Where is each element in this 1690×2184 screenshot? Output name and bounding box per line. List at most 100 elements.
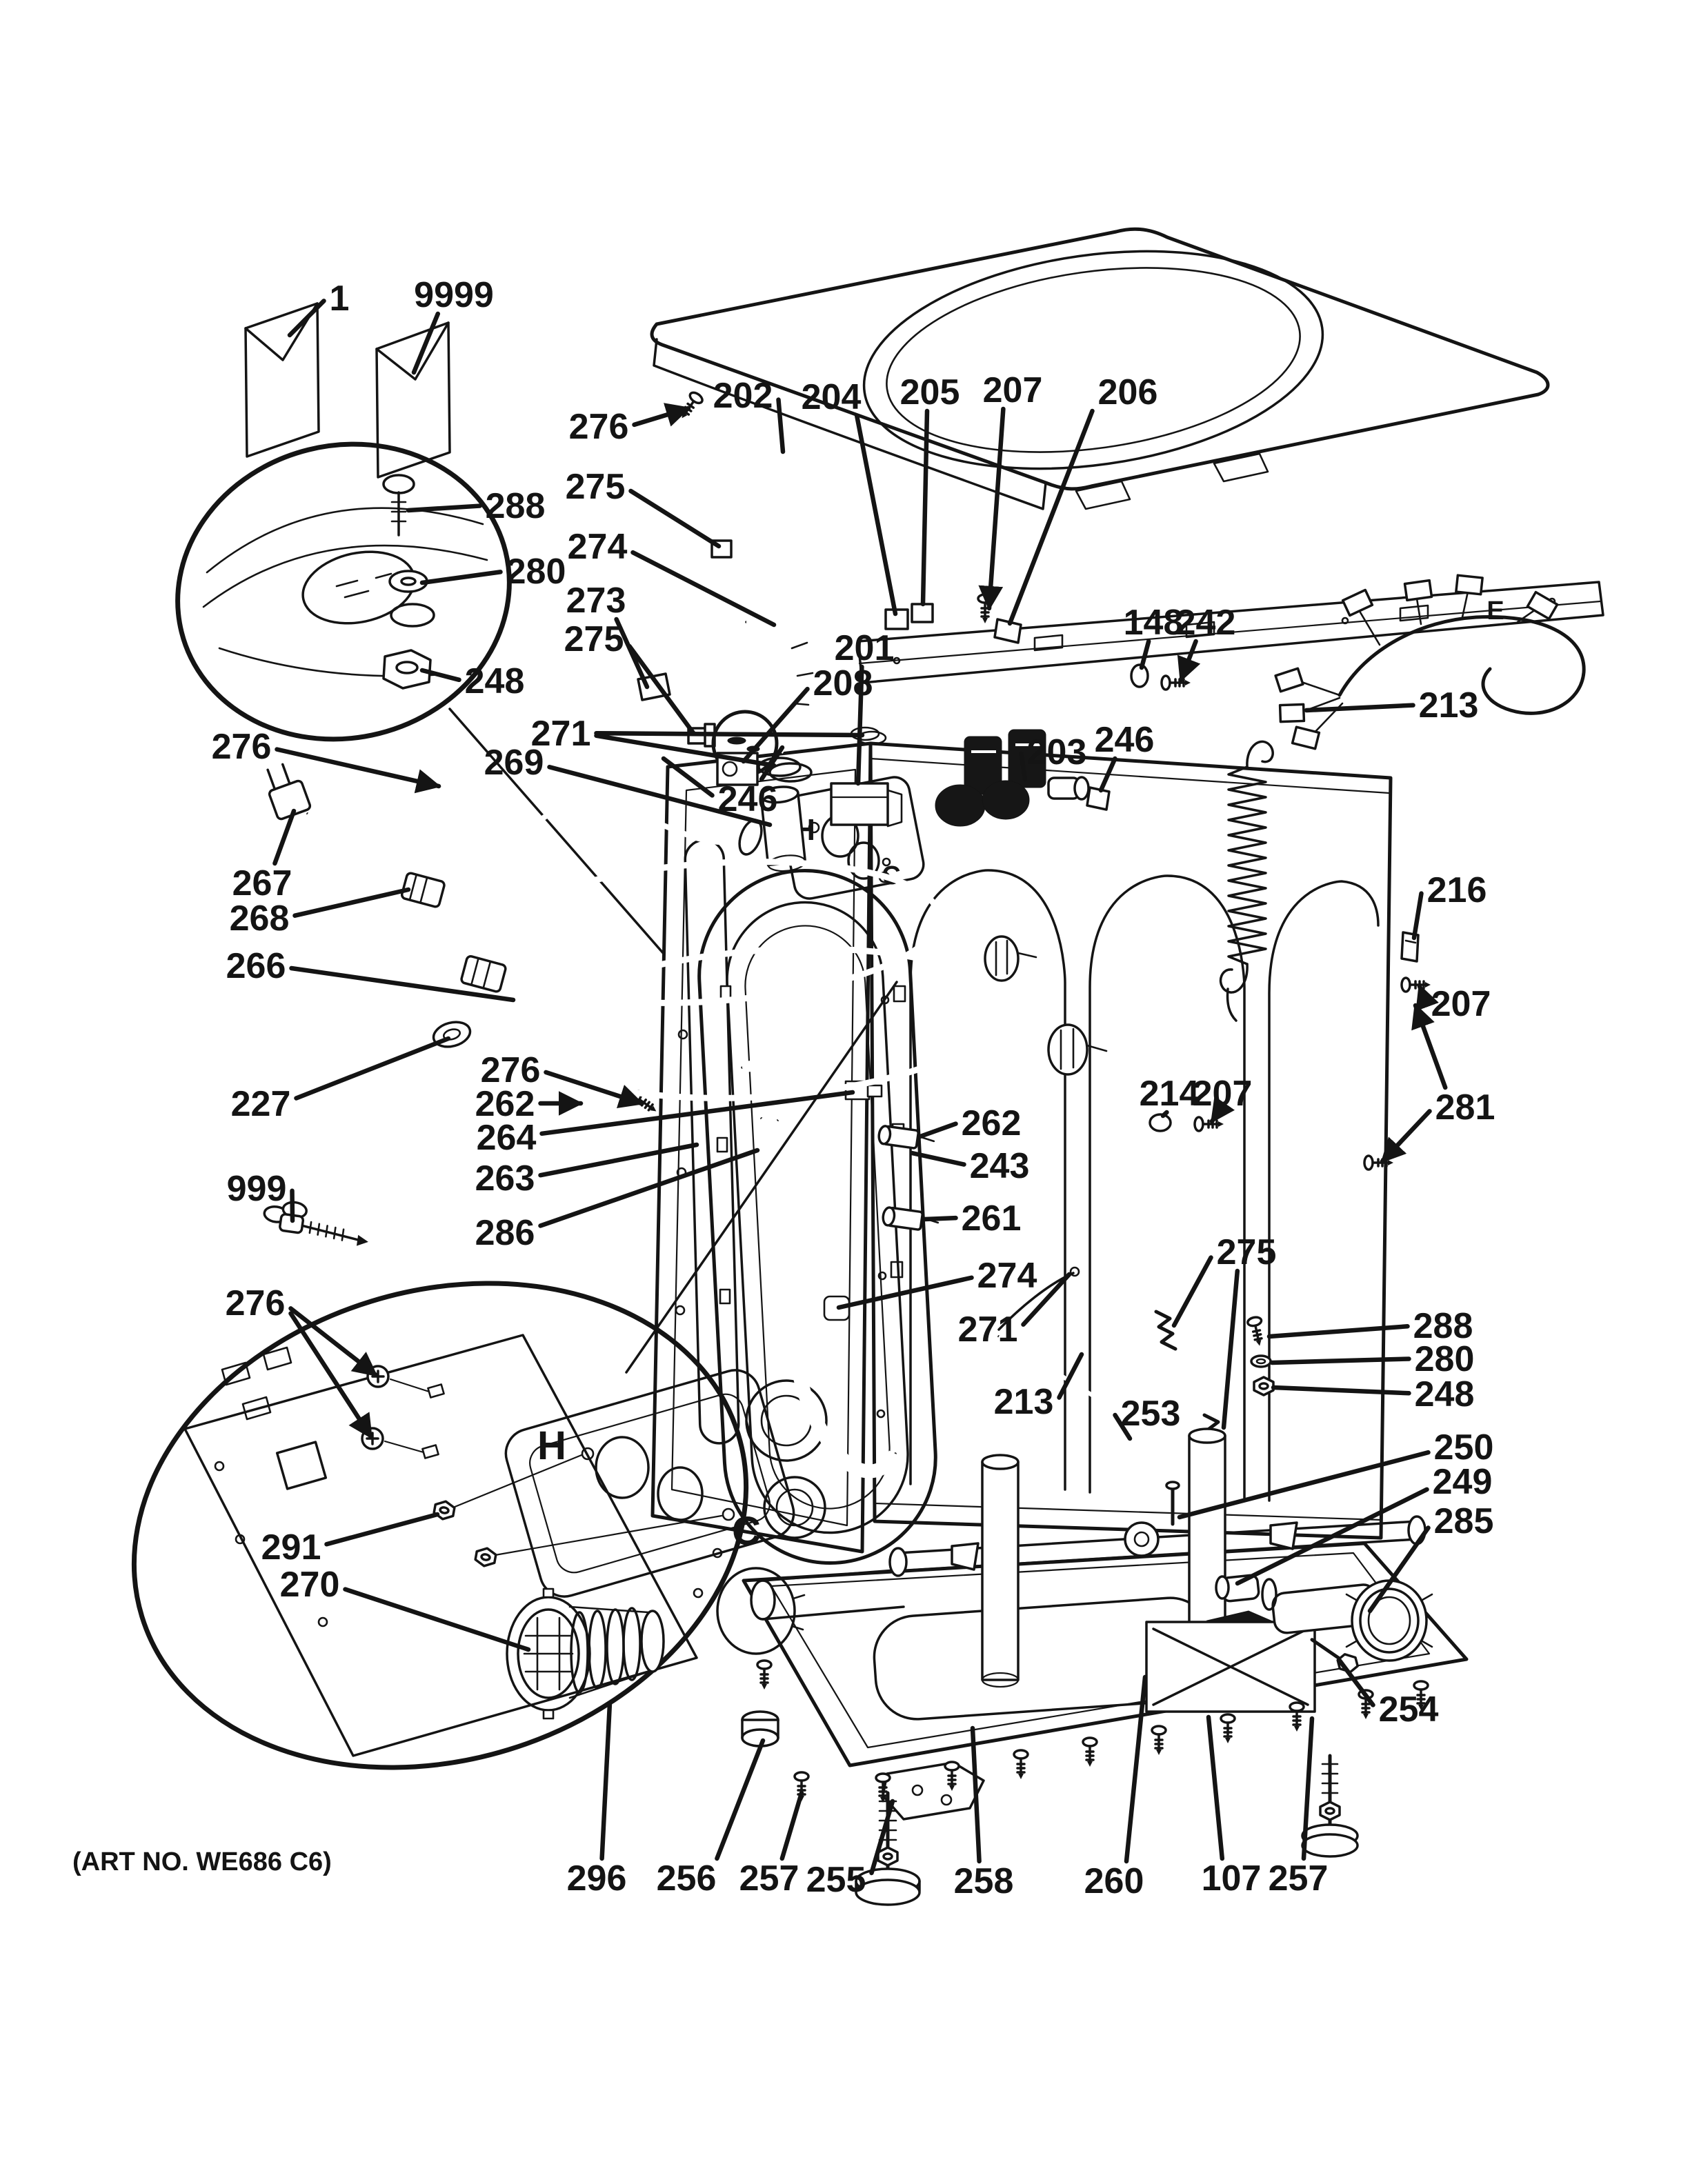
leader-line	[294, 1036, 451, 1101]
leader-line	[1337, 1658, 1375, 1707]
part-number-label: 275	[566, 467, 626, 507]
part-number-label: 216	[1427, 870, 1487, 910]
isolator-icon	[741, 1710, 779, 1747]
leader-line	[741, 686, 810, 764]
callout-213: 213	[994, 1352, 1084, 1422]
leader-line	[1269, 1356, 1411, 1365]
callout-216: 216	[1411, 870, 1487, 941]
part-number-label: 248	[1415, 1374, 1475, 1414]
leader-line	[632, 403, 691, 428]
leader-line	[776, 397, 786, 454]
callout-285: 285	[1367, 1501, 1494, 1614]
leader-line	[1124, 1674, 1148, 1864]
callout-261: 261	[922, 1199, 1021, 1239]
leader-line	[544, 1070, 644, 1109]
leveling-foot-icon	[1301, 1754, 1359, 1858]
part-number-label: 257	[739, 1859, 799, 1899]
part-number-label: 296	[567, 1859, 627, 1899]
part-number-label: 208	[813, 663, 873, 703]
front-panel: H C	[627, 741, 925, 1554]
leader-line	[1411, 891, 1424, 941]
part-number-label: 107	[1202, 1859, 1262, 1899]
callout-227: 227	[231, 1036, 451, 1124]
callout-264: 264	[477, 1090, 855, 1158]
callout-256: 256	[657, 1738, 766, 1899]
leader-line	[343, 1587, 531, 1652]
callout-286: 286	[475, 1148, 760, 1253]
callout-255: 255	[806, 1799, 895, 1900]
grommet-icon	[432, 1021, 472, 1048]
part-number-label: 256	[657, 1859, 717, 1899]
leader-line	[1206, 1714, 1225, 1861]
callout-248: 248	[419, 661, 524, 701]
callout-276: 276	[226, 1283, 379, 1440]
part-number-label: 276	[481, 1050, 541, 1090]
leader-line	[288, 1311, 374, 1440]
part-number-label: 271	[531, 714, 591, 754]
leader-line	[759, 745, 785, 782]
leader-line	[1411, 1003, 1448, 1090]
part-number-label: 274	[977, 1256, 1037, 1296]
drain-outlet-icon	[506, 1587, 665, 1720]
leader-line	[419, 570, 503, 585]
leader-line	[538, 1142, 699, 1178]
part-number-label: 286	[475, 1213, 535, 1253]
callout-204: 204	[802, 377, 898, 617]
leader-line	[289, 965, 516, 1003]
part-number-label: 148	[1124, 603, 1184, 643]
part-number-label: 280	[506, 552, 566, 592]
document-icon	[375, 321, 451, 479]
leader-line	[1415, 983, 1439, 1012]
callout-208: 208	[741, 663, 873, 764]
callout-262: 262	[475, 1084, 584, 1124]
callout-257: 257	[739, 1790, 804, 1899]
callout-276: 276	[569, 403, 691, 447]
leader-line	[661, 756, 715, 798]
part-number-label: 285	[1434, 1501, 1494, 1541]
callout-999: 999	[227, 1169, 295, 1223]
part-number-label: 204	[802, 377, 862, 417]
part-number-label: 288	[486, 486, 546, 526]
part-number-label: 9999	[414, 275, 494, 315]
nut-icon	[382, 649, 432, 690]
part-number-label: 207	[1193, 1074, 1253, 1114]
part-number-label: 262	[475, 1084, 535, 1124]
part-number-label: 243	[970, 1146, 1030, 1186]
part-number-label: 291	[261, 1527, 321, 1567]
leader-line	[1304, 703, 1415, 713]
leader-line	[1271, 1385, 1411, 1396]
part-number-label: 260	[1084, 1861, 1144, 1901]
part-number-label: 205	[900, 372, 960, 412]
part-number-label: 281	[1435, 1088, 1495, 1128]
leader-line	[324, 1512, 440, 1547]
clip-icon	[1130, 663, 1149, 688]
callout-275: 275	[564, 619, 697, 737]
timer-icon	[830, 782, 903, 828]
callout-280: 280	[419, 552, 566, 592]
console-cutout	[504, 1369, 795, 1598]
callout-9999: 9999	[411, 275, 494, 375]
part-number-label: 246	[1095, 720, 1155, 760]
callout-275: 275	[566, 467, 722, 549]
callout-268: 268	[230, 887, 411, 939]
callout-205: 205	[900, 372, 960, 607]
leader-line	[922, 1215, 958, 1222]
leader-line	[920, 408, 930, 607]
part-number-label: 249	[1433, 1462, 1493, 1502]
callout-207: 207	[1193, 1074, 1253, 1124]
detail-pointer-line	[625, 981, 898, 1374]
part-number-label: 1	[330, 279, 350, 319]
part-number-label: 276	[226, 1283, 286, 1323]
callout-281: 281	[1380, 1003, 1495, 1164]
leader-line	[855, 664, 864, 786]
leader-line	[1266, 1324, 1410, 1339]
literature-pack-icons	[244, 302, 451, 479]
callout-270: 270	[280, 1565, 531, 1652]
leader-line	[1098, 756, 1117, 793]
leader-line	[292, 887, 411, 918]
callout-291: 291	[261, 1512, 440, 1567]
leader-line	[547, 765, 773, 828]
motor-control-box	[1145, 1610, 1316, 1713]
leader-line	[1235, 1487, 1429, 1586]
part-number-label: 276	[212, 727, 272, 767]
